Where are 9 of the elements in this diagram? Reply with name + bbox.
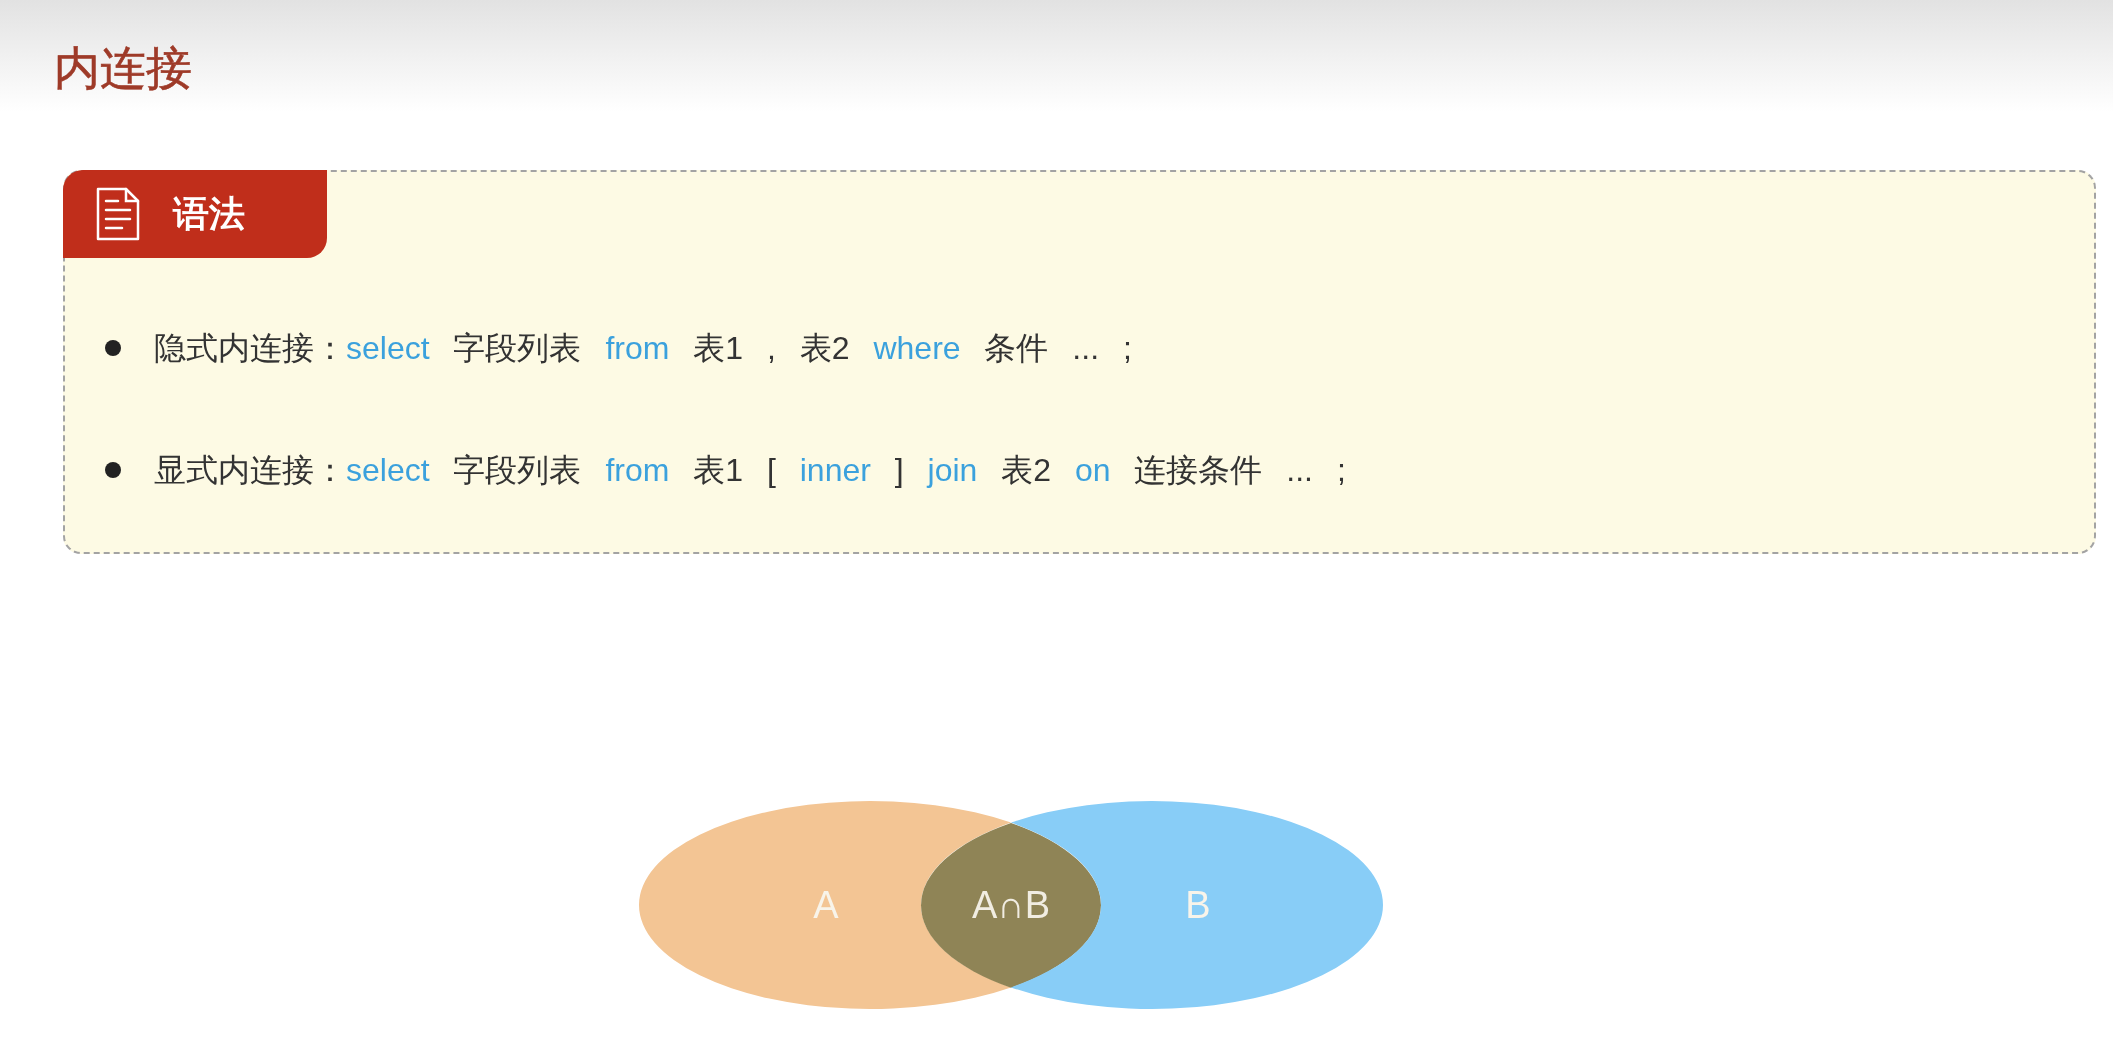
set-label: A∩B — [972, 883, 1050, 927]
panel-heading: 语法 — [173, 192, 245, 236]
intersection-region — [921, 822, 1101, 988]
page-title: 内连接 — [54, 41, 192, 96]
syntax-line: 隐式内连接：select 字段列表 from 表1 , 表2 where 条件 ... ; — [154, 329, 1132, 368]
set-label: B — [1185, 883, 1211, 927]
set-label: A — [813, 883, 839, 927]
syntax-line: 显式内连接：select 字段列表 from 表1 [ inner ] join 表2 on 连接条件 ... ; — [154, 451, 1346, 490]
syntax-panel — [63, 170, 2096, 554]
